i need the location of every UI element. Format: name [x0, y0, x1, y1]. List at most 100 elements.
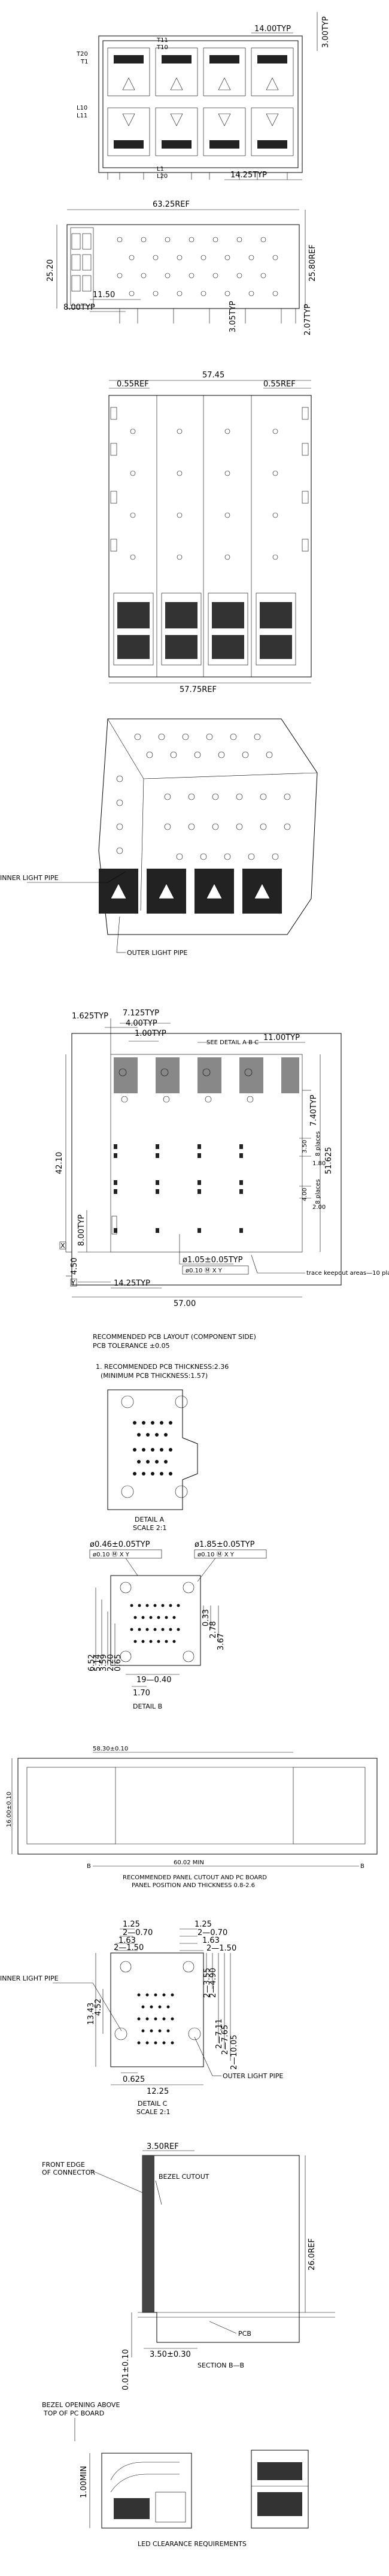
pcb-dim-right-1: 51.625 — [324, 1147, 333, 1175]
pcb-dim-bottom-2: 57.00 — [174, 1299, 196, 1308]
dim-front-side: 25.80REF — [308, 244, 317, 282]
section-dim-left: 0.01±0.10 — [121, 2349, 130, 2390]
dim-plan-bottom: 57.75REF — [180, 685, 217, 694]
detail-b-dim-b1: 19—0.40 — [136, 1676, 172, 1685]
pcb-dim-right-6: 2.00 — [312, 1204, 326, 1211]
pcb-dim-left-2: 8.00TYP — [77, 1214, 86, 1246]
section-bb: 3.50REF FRONT EDGE OF CONNECTOR BEZEL CU… — [42, 2142, 335, 2390]
pcb-dim-top-3: 4.00TYP — [126, 1019, 157, 1028]
dim-bottom: 14.25TYP — [230, 171, 267, 180]
pcb-places-a: 8 places — [315, 1131, 321, 1156]
pcb-dim-left-3: 4.50 — [70, 1257, 79, 1275]
detail-c-tl-2: 2—0.70 — [123, 1928, 153, 1937]
detail-b-hole-a: ø0.46±0.05TYP — [90, 1540, 150, 1549]
pcb-dim-right-3: 3.50 — [302, 1140, 308, 1153]
section-title: SECTION B—B — [197, 2362, 244, 2369]
detail-c-tr-4: 2—1.50 — [206, 1944, 236, 1953]
pcb-notes: 1. RECOMMENDED PCB THICKNESS:2.36 (MINIM… — [96, 1363, 229, 1380]
panel-cutout: 58.30±0.10 16.00±0.10 60.02 MIN B B RECO… — [6, 1746, 378, 1889]
dim-front-a: 11.50 — [93, 291, 115, 300]
label-outer-light-pipe: OUTER LIGHT PIPE — [127, 949, 187, 957]
detail-c-tr-1: 1.25 — [194, 1920, 212, 1929]
panel-dim-height: 16.00±0.10 — [6, 1792, 13, 1827]
detail-b-hole-b: ø1.85±0.05TYP — [194, 1540, 255, 1549]
pcb-dim-bottom-1: 14.25TYP — [114, 1279, 150, 1288]
detail-b-title: DETAIL B — [133, 1703, 162, 1710]
pcb-places-b: 8 places — [315, 1179, 321, 1204]
detail-c-tl-3: 1.63 — [118, 1936, 136, 1945]
section-pcb: PCB — [238, 2330, 251, 2338]
view-front: 63.25REF 25.20 25.80REF 11.50 8.00TYP 3.… — [46, 200, 317, 335]
detail-c-r-4: 2—7.65 — [221, 2025, 230, 2055]
panel-caption-2: PANEL POSITION AND THICKNESS 0.8-2.6 — [132, 1882, 255, 1889]
detail-b-dim-left-1: 6.52 — [87, 1654, 96, 1671]
label-t10: T10 — [156, 44, 168, 51]
pcb-hole-tol: ø1.05±0.05TYP — [183, 1256, 243, 1265]
led-clearance: BEZEL OPENING ABOVE TOP OF PC BOARD 1.00… — [42, 2401, 309, 2548]
pcb-dim-top-2: 7.125TYP — [123, 1009, 159, 1018]
panel-section-a: B — [87, 1863, 91, 1870]
panel-caption-1: RECOMMENDED PANEL CUTOUT AND PC BOARD — [123, 1874, 267, 1881]
detail-a-title: DETAIL A — [135, 1516, 165, 1523]
section-dim-height: 26.0REF — [308, 2238, 317, 2270]
dim-plan-overall: 57.45 — [202, 371, 224, 380]
detail-c-l-2: 4.52 — [94, 1998, 103, 2016]
pcb-dim-top-4: 1.00TYP — [135, 1029, 166, 1038]
detail-b-dim-right-2: 2.78 — [209, 1621, 218, 1638]
detail-c-title: DETAIL C — [138, 2100, 168, 2108]
detail-b: ø0.46±0.05TYP ø1.85±0.05TYP ø0.10 Ⓜ X Y … — [87, 1540, 267, 1710]
pcb-dim-left-1: 42.10 — [55, 1152, 64, 1174]
detail-c-b-1: 0.625 — [123, 2075, 145, 2084]
pcb-caption: RECOMMENDED PCB LAYOUT (COMPONENT SIDE) — [93, 1333, 256, 1341]
pcb-dim-top-1: 1.625TYP — [72, 1012, 108, 1021]
label-l11: L11 — [77, 113, 87, 119]
section-dim-bottom: 3.50±0.30 — [150, 2350, 191, 2359]
dim-plan-left: 0.55REF — [117, 380, 149, 389]
pcb-dim-right-5: 4.00 — [302, 1188, 308, 1201]
label-inner-light-pipe: INNER LIGHT PIPE — [0, 874, 59, 882]
pcb-datum-y: Y — [71, 1279, 75, 1287]
panel-dim-min: 60.02 MIN — [174, 1860, 204, 1866]
dim-front-height: 25.20 — [46, 259, 55, 282]
view-top: 14.00TYP 3.00TYP 14.25TYP T11 T10 T20 T1… — [76, 12, 330, 180]
dim-front-c: 3.05TYP — [229, 301, 238, 332]
detail-c-r-5: 2—10.05 — [230, 2035, 239, 2070]
detail-c-r-3: 2—7.11 — [215, 2019, 224, 2049]
panel-section-b: B — [360, 1863, 364, 1870]
dim-front-width: 63.25REF — [153, 200, 190, 209]
pcb-tolerance: PCB TOLERANCE ±0.05 — [93, 1342, 170, 1350]
note-2: (MINIMUM PCB THICKNESS:1.57) — [101, 1372, 208, 1380]
led-dim: 1.00MIN — [80, 2466, 89, 2498]
led-bezel-2: TOP OF PC BOARD — [43, 2409, 104, 2417]
detail-c-r-2: 2—4.90 — [209, 1968, 218, 1998]
pcb-dim-right-2: 7.40TYP — [309, 1095, 318, 1126]
label-t11: T11 — [156, 37, 168, 44]
pcb-datum-x: X — [60, 1242, 65, 1250]
detail-b-dim-right-1: 0.33 — [202, 1609, 211, 1626]
detail-c: 1.25 2—0.70 1.63 2—1.50 1.25 2—0.70 1.63… — [0, 1920, 283, 2116]
detail-c-tr-2: 2—0.70 — [197, 1928, 227, 1937]
detail-b-dim-left-2: 5.14 — [93, 1654, 102, 1671]
pcb-trace-keepout: trace keepout areas—10 places — [306, 1270, 389, 1277]
pcb-dim-right-4: 1.80 — [312, 1160, 326, 1167]
detail-a-scale: SCALE 2:1 — [133, 1524, 166, 1532]
pcb-see-detail: SEE DETAIL A B C — [206, 1039, 259, 1046]
detail-b-fcf-b: ø0.10 Ⓜ X Y — [197, 1551, 235, 1558]
detail-c-r-1: 2—3.55 — [203, 1968, 212, 1998]
label-l10: L10 — [77, 105, 87, 111]
detail-b-dim-left-5: 0.65 — [114, 1654, 123, 1671]
label-l1: L1 — [157, 166, 164, 173]
dim-front-d: 2.07TYP — [303, 304, 312, 335]
panel-dim-width: 58.30±0.10 — [93, 1746, 128, 1752]
detail-c-l-1: 13.43 — [87, 2003, 96, 2025]
detail-b-dim-left-4: 2.20 — [107, 1654, 116, 1671]
detail-a: DETAIL A SCALE 2:1 — [107, 1389, 198, 1532]
section-bezel-cutout: BEZEL CUTOUT — [159, 2173, 209, 2181]
detail-c-inner-pipe: INNER LIGHT PIPE — [0, 1975, 59, 1982]
dim-height: 3.00TYP — [321, 16, 330, 48]
label-t20: T20 — [76, 51, 88, 58]
dim-pitch: 14.00TYP — [254, 25, 291, 34]
detail-c-scale: SCALE 2:1 — [136, 2108, 170, 2116]
led-bezel-1: BEZEL OPENING ABOVE — [42, 2401, 120, 2409]
led-caption: LED CLEARANCE REQUIREMENTS — [138, 2540, 247, 2548]
